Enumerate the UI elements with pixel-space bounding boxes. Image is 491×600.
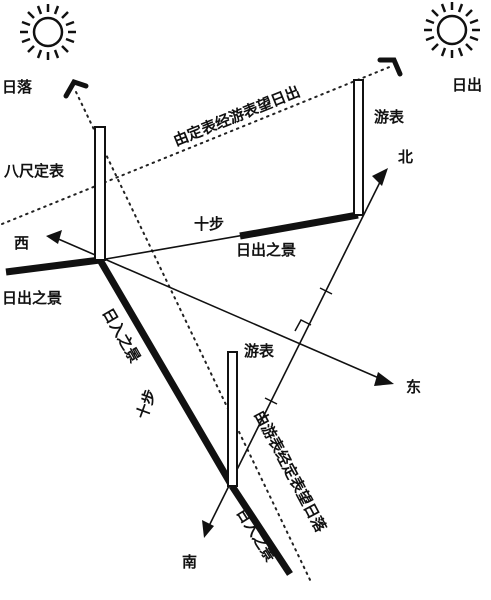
label-bachi-fixed-pole: 八尺定表	[3, 162, 65, 180]
fixed-pole	[94, 126, 106, 261]
label-line-fixed-to-sunrise: 由定表经游表望日出	[171, 82, 303, 149]
sunrise-sight-mark	[377, 57, 403, 77]
sunrise-shadow-bar-right	[239, 211, 359, 240]
south-arrow-icon	[202, 520, 214, 538]
moving-pole-north	[353, 79, 364, 216]
sunset-shadow-bar-upper	[96, 258, 236, 488]
west-arrow-icon	[46, 230, 62, 244]
sunset-sight-mark	[63, 78, 89, 99]
sunset-sun-icon	[20, 4, 76, 60]
tick-mark	[319, 287, 333, 295]
sunrise-sun-icon	[424, 2, 480, 58]
label-west: 西	[14, 234, 29, 252]
west-east-axis	[55, 237, 389, 383]
sightline-to-sunrise	[1, 65, 393, 225]
label-ten-steps-left: 十步	[133, 387, 160, 421]
label-east: 东	[406, 378, 421, 396]
label-ten-steps-top: 十步	[194, 215, 224, 233]
label-north: 北	[398, 148, 413, 166]
sightline-to-sunset	[75, 91, 313, 585]
label-sunrise-shadow-left: 日出之景	[2, 289, 62, 307]
right-angle-marker	[294, 319, 312, 332]
sunset-shadow-bar-lower	[229, 484, 293, 576]
east-arrow-icon	[374, 372, 394, 386]
label-sunset-shadow-upper: 日入之景	[99, 305, 145, 366]
label-sunset-shadow-lower: 日入之景	[233, 505, 280, 565]
label-sunset: 日落	[2, 78, 33, 96]
north-arrow-icon	[372, 168, 388, 186]
label-sunrise: 日出	[452, 76, 482, 94]
label-moving-pole-south: 游表	[244, 342, 275, 360]
label-sunrise-shadow-right: 日出之景	[236, 241, 296, 259]
sunrise-shadow-bar-left	[5, 256, 101, 276]
moving-pole-south	[227, 351, 238, 487]
label-moving-pole-north: 游表	[374, 108, 405, 126]
label-south: 南	[182, 553, 197, 571]
tick-mark	[264, 397, 278, 405]
label-line-moving-to-sunset: 由游表经定表望日落	[250, 407, 330, 536]
